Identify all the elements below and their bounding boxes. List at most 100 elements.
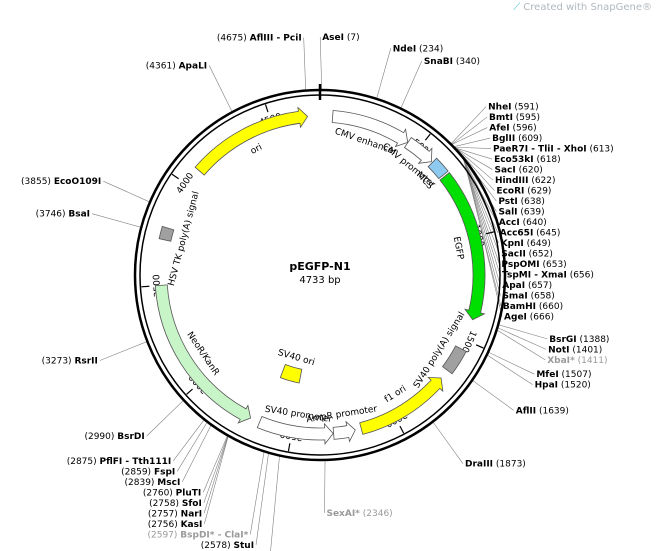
site-bamhi[interactable]: BamHI (660) [503, 302, 563, 312]
site-position: (666) [527, 312, 554, 322]
site-paer7i-tlii-xhoi[interactable]: PaeR7I - TliI - XhoI (613) [493, 144, 614, 154]
plasmid-name: pEGFP-N1 [289, 260, 350, 273]
tick-mark [485, 231, 494, 235]
watermark-text: Created with SnapGene® [523, 2, 652, 13]
site-sfoi[interactable]: (2758) SfoI [149, 498, 202, 508]
backbone-ring [133, 84, 507, 462]
site-saci[interactable]: SacI (620) [495, 165, 543, 175]
site-bglii[interactable]: BglII (609) [492, 134, 542, 144]
site-afei[interactable]: AfeI (596) [489, 123, 536, 133]
site-pflfi-tth111i[interactable]: (2875) PflFI - Tth111I [67, 456, 172, 466]
site-leader [460, 153, 499, 244]
site-afliii-pcii[interactable]: (4675) AflIII - PciI [217, 33, 302, 43]
feature-ori[interactable] [194, 106, 309, 176]
site-hpai[interactable]: HpaI (1520) [535, 380, 591, 390]
site-nhei[interactable]: NheI (591) [488, 102, 538, 112]
feature-egfp[interactable] [439, 172, 486, 321]
site-name: PluTI [176, 488, 202, 498]
site-aflii[interactable]: AflII (1639) [516, 406, 569, 416]
site-name: SalI [499, 207, 518, 217]
site-psti[interactable]: PstI (638) [498, 197, 545, 207]
site-kpni[interactable]: KpnI (649) [501, 239, 551, 249]
feature-sv40-ori[interactable] [279, 363, 303, 384]
site-stui[interactable]: (2578) StuI [201, 540, 254, 550]
feature-sv40-promoter[interactable] [256, 415, 334, 446]
site-position: (4361) [146, 61, 179, 71]
site-snabi[interactable]: SnaBI (340) [424, 56, 480, 66]
site-apai[interactable]: ApaI (657) [502, 281, 552, 291]
site-name: HindIII [495, 176, 529, 186]
site-sacii[interactable]: SacII (652) [501, 249, 553, 259]
site-leader [459, 152, 498, 223]
site-position: (3855) [21, 177, 54, 187]
site-mfei[interactable]: MfeI (1507) [536, 370, 591, 380]
site-bsrdi[interactable]: (2990) BsrDI [84, 432, 144, 442]
site-pspomi[interactable]: PspOMI (653) [501, 260, 566, 270]
site-ecoo109i[interactable]: (3855) EcoO109I [21, 177, 101, 187]
site-kasi[interactable]: (2756) KasI [148, 519, 203, 529]
site-name: Acc65I [500, 228, 534, 238]
site-leader [91, 213, 141, 228]
site-position: (629) [524, 186, 551, 196]
site-hindiii[interactable]: HindIII (622) [495, 176, 556, 186]
site-bsrgi[interactable]: BsrGI (1388) [549, 334, 609, 344]
site-msci[interactable]: (2839) MscI [125, 477, 181, 487]
site-position: (2597) [147, 530, 180, 540]
site-leader [455, 146, 492, 149]
site-tspmi-xmai[interactable]: TspMI - XmaI (656) [502, 270, 594, 280]
feature-sv40-polya[interactable] [441, 345, 467, 375]
site-leader [451, 116, 488, 145]
site-leader [203, 436, 229, 514]
site-xbai[interactable]: XbaI* (1411) [547, 355, 607, 365]
site-ndei[interactable]: NdeI (234) [393, 44, 444, 54]
tick-mark [141, 285, 150, 288]
site-draiii[interactable]: DraIII (1873) [465, 459, 526, 469]
feature-hsv-tk-polya[interactable] [158, 225, 175, 242]
site-name: KpnI [501, 239, 524, 249]
site-position: (639) [518, 207, 545, 217]
site-leader [488, 352, 535, 375]
feature-ampr-promoter[interactable] [332, 420, 356, 443]
site-pluti[interactable]: (2760) PluTI [143, 488, 201, 498]
site-name: PflFI - Tth111I [100, 456, 172, 466]
feature-cmv-promoter[interactable] [403, 136, 433, 164]
site-position: (638) [518, 197, 545, 207]
site-noti[interactable]: NotI (1401) [548, 345, 602, 355]
site-position: (656) [567, 270, 594, 280]
site-acc65i[interactable]: Acc65I (645) [500, 228, 561, 238]
site-nari[interactable]: (2757) NarI [148, 509, 202, 519]
site-agei[interactable]: AgeI (666) [504, 312, 554, 322]
site-name: SacII [501, 249, 526, 259]
feature-mcs[interactable] [427, 157, 449, 180]
site-leader [499, 324, 548, 340]
site-leader [202, 436, 228, 493]
feature-f1-ori[interactable] [359, 376, 444, 435]
site-acci[interactable]: AccI (640) [499, 218, 547, 228]
site-bsai[interactable]: (3746) BsaI [36, 209, 90, 219]
feature-cmv-enhancer[interactable] [331, 110, 409, 148]
site-position: (4675) [217, 33, 250, 43]
tick-mark [475, 344, 484, 349]
site-position: (591) [512, 102, 539, 112]
site-leader [452, 127, 488, 145]
site-bmti[interactable]: BmtI (595) [489, 113, 540, 123]
site-eco53ki[interactable]: Eco53kI (618) [494, 155, 561, 165]
site-rsrii[interactable]: (3273) RsrII [42, 356, 98, 366]
site-bspdi-clai[interactable]: (2597) BspDI* - ClaI* [147, 530, 248, 540]
feature-label-hsv-tk-polya: HSV TK poly(A) signal [167, 190, 202, 287]
site-name: TspMI - XmaI [502, 270, 567, 280]
site-smai[interactable]: SmaI (658) [502, 291, 554, 301]
site-sali[interactable]: SalI (639) [499, 207, 545, 217]
site-ecori[interactable]: EcoRI (629) [496, 186, 551, 196]
site-position: (596) [510, 123, 537, 133]
site-asei[interactable]: AseI (7) [322, 33, 359, 43]
site-name: AccI [499, 218, 520, 228]
feature-neor-kanr[interactable] [154, 284, 252, 424]
site-name: SnaBI [424, 56, 453, 66]
site-position: (653) [540, 260, 567, 270]
site-position: (645) [533, 228, 560, 238]
site-apali[interactable]: (4361) ApaLI [146, 61, 207, 71]
site-sexai[interactable]: SexAI* (2346) [326, 508, 392, 518]
site-fspi[interactable]: (2859) FspI [121, 467, 175, 477]
site-leader [173, 420, 205, 461]
